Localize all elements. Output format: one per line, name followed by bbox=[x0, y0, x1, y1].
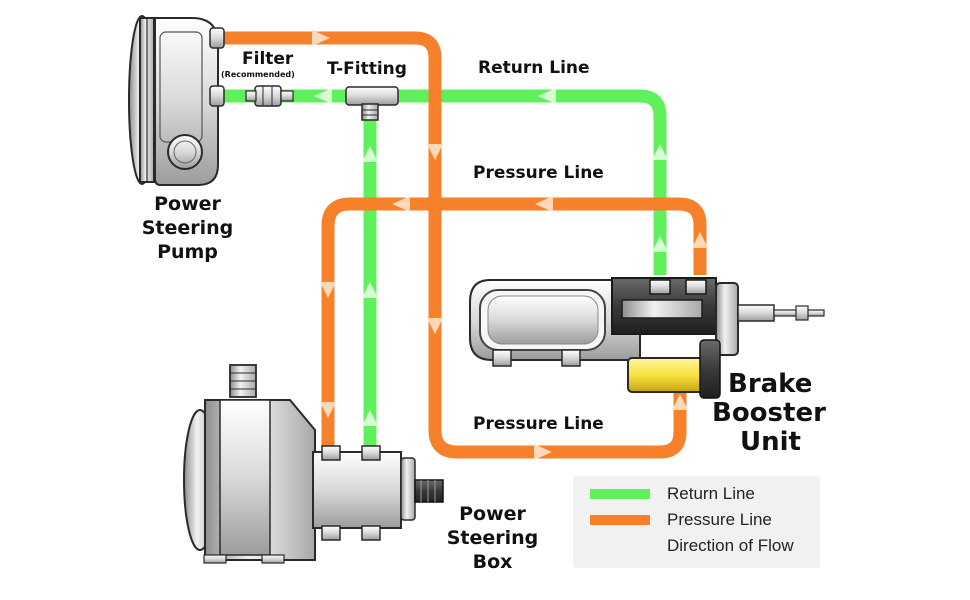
flow-arrow-icon bbox=[362, 282, 378, 298]
flow-arrow-icon bbox=[672, 394, 688, 410]
legend-return-line: Return Line bbox=[590, 484, 755, 504]
pump-label-line: Power bbox=[154, 193, 221, 215]
return-line-hoses bbox=[222, 89, 667, 448]
box-label-line: Steering bbox=[446, 527, 539, 549]
flow-arrow-icon bbox=[427, 318, 443, 334]
booster-label-line: Brake bbox=[728, 369, 813, 399]
power-steering-box-icon bbox=[183, 364, 444, 564]
flow-arrow-icon bbox=[362, 410, 378, 426]
flow-arrow-icon bbox=[534, 444, 552, 460]
power-steering-pump-icon bbox=[128, 15, 225, 186]
booster-label-line: Unit bbox=[740, 427, 801, 457]
return-line-top bbox=[222, 89, 667, 275]
legend-direction-label: Direction of Flow bbox=[667, 536, 794, 555]
flow-arrow-icon bbox=[312, 30, 330, 46]
pressure-line-hoses bbox=[222, 31, 707, 459]
pressure-line-pump-out bbox=[222, 31, 687, 459]
flow-arrow-icon bbox=[538, 88, 556, 104]
filter-icon bbox=[245, 85, 294, 107]
legend-pressure-label: Pressure Line bbox=[667, 510, 772, 529]
flow-arrow-icon bbox=[692, 232, 708, 248]
filter-label: Filter bbox=[242, 49, 294, 69]
t-fitting-icon bbox=[345, 86, 399, 121]
flow-arrow-icon bbox=[320, 282, 336, 298]
flow-arrows bbox=[312, 30, 708, 460]
flow-arrow-icon bbox=[392, 196, 410, 212]
legend-return-label: Return Line bbox=[667, 484, 755, 503]
pressure-line-swatch bbox=[590, 515, 650, 525]
steering-box-label: Power Steering Box bbox=[435, 502, 550, 574]
pressure-line-upper-label: Pressure Line bbox=[473, 163, 604, 183]
pump-label: Power Steering Pump bbox=[130, 192, 245, 264]
flow-arrow-icon bbox=[427, 144, 443, 160]
pressure-line-booster-out bbox=[321, 197, 707, 448]
flow-arrow-icon bbox=[652, 236, 668, 252]
flow-arrow-icon bbox=[535, 196, 553, 212]
brake-booster-label: Brake Booster Unit bbox=[712, 369, 826, 457]
booster-label-line: Booster bbox=[712, 398, 826, 428]
flow-arrow-icon bbox=[362, 146, 378, 162]
legend-pressure-line: Pressure Line bbox=[590, 510, 772, 530]
brake-booster-icon bbox=[469, 277, 825, 399]
filter-note-label: (Recommended) bbox=[221, 70, 295, 79]
pump-label-line: Pump bbox=[157, 241, 218, 263]
legend-direction: Direction of Flow bbox=[590, 536, 794, 556]
pressure-line-lower-label: Pressure Line bbox=[473, 414, 604, 434]
box-label-line: Box bbox=[472, 551, 513, 573]
legend: Return Line Pressure Line Direction of F… bbox=[573, 476, 820, 568]
flow-arrow-icon bbox=[314, 88, 332, 104]
box-label-line: Power bbox=[459, 503, 526, 525]
t-fitting-label: T-Fitting bbox=[327, 59, 407, 79]
return-line-swatch bbox=[590, 489, 650, 499]
flow-arrow-icon bbox=[320, 402, 336, 418]
flow-arrow-icon bbox=[652, 144, 668, 160]
return-line-label: Return Line bbox=[478, 58, 590, 78]
pump-label-line: Steering bbox=[141, 217, 234, 239]
